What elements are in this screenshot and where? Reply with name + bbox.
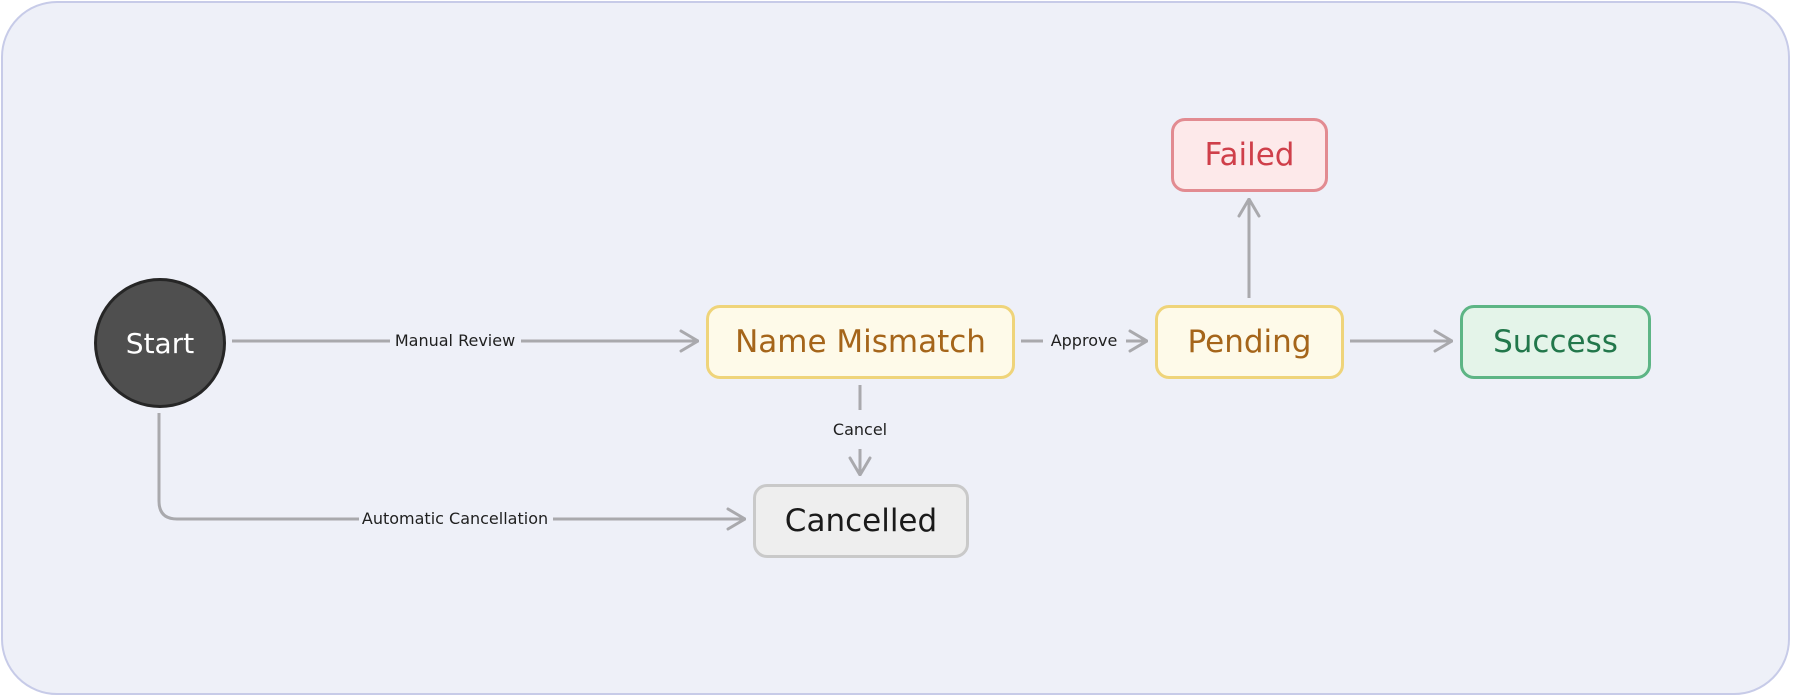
node-cancelled-label: Cancelled — [784, 503, 938, 539]
node-failed-label: Failed — [1204, 137, 1295, 173]
edge-automatic-cancellation — [157, 413, 745, 519]
node-success-label: Success — [1493, 324, 1618, 360]
edge-label-manual-review: Manual Review — [394, 331, 516, 350]
node-name-mismatch-label: Name Mismatch — [735, 324, 986, 360]
node-success[interactable]: Success — [1460, 305, 1651, 379]
node-pending[interactable]: Pending — [1155, 305, 1344, 379]
edges-layer — [157, 3, 1790, 695]
node-name-mismatch[interactable]: Name Mismatch — [706, 305, 1015, 379]
node-pending-label: Pending — [1187, 324, 1312, 360]
node-start-label: Start — [125, 326, 195, 360]
node-cancelled[interactable]: Cancelled — [753, 484, 969, 558]
edge-label-approve: Approve — [1050, 331, 1118, 350]
node-failed[interactable]: Failed — [1171, 118, 1328, 192]
node-start[interactable]: Start — [94, 278, 226, 408]
edge-label-cancel: Cancel — [832, 420, 888, 439]
edge-label-automatic-cancellation: Automatic Cancellation — [361, 509, 549, 528]
